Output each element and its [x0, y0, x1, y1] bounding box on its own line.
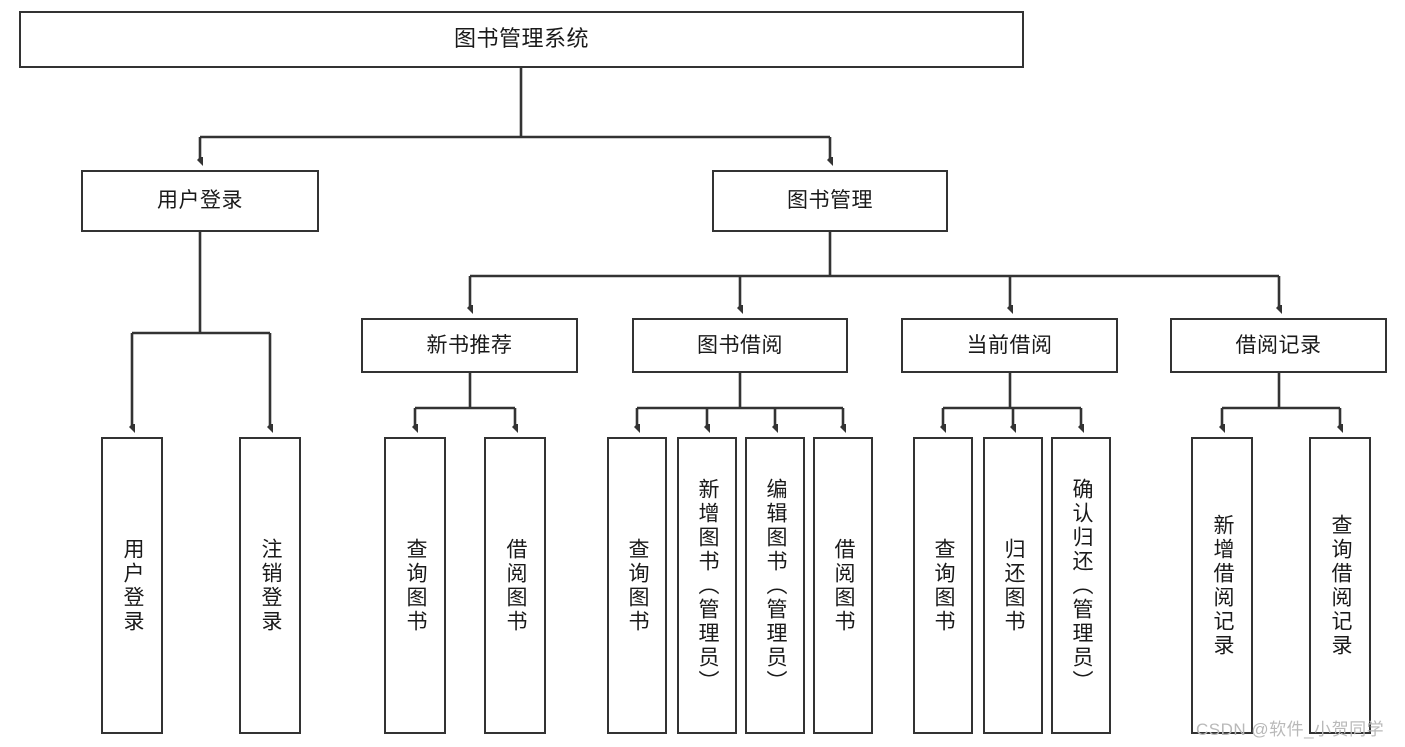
node-root-system[interactable]: 图书管理系统 — [19, 11, 1024, 68]
node-book-borrow[interactable]: 图书借阅 — [632, 318, 848, 373]
leaf-add-borrow-record[interactable]: 新增借阅记录 — [1191, 437, 1253, 734]
node-new-book-recommend[interactable]: 新书推荐 — [361, 318, 578, 373]
leaf-logout[interactable]: 注销登录 — [239, 437, 301, 734]
leaf-borrow-book-recommend[interactable]: 借阅图书 — [484, 437, 546, 734]
node-book-management[interactable]: 图书管理 — [712, 170, 948, 232]
leaf-edit-book-admin[interactable]: 编辑图书（管理员） — [745, 437, 805, 734]
node-current-borrow[interactable]: 当前借阅 — [901, 318, 1118, 373]
leaf-query-book-borrow[interactable]: 查询图书 — [607, 437, 667, 734]
leaf-query-borrow-record[interactable]: 查询借阅记录 — [1309, 437, 1371, 734]
csdn-watermark: CSDN @软件_小贺同学 — [1196, 720, 1385, 739]
leaf-return-book[interactable]: 归还图书 — [983, 437, 1043, 734]
leaf-query-book-current[interactable]: 查询图书 — [913, 437, 973, 734]
leaf-borrow-book[interactable]: 借阅图书 — [813, 437, 873, 734]
leaf-query-book-recommend[interactable]: 查询图书 — [384, 437, 446, 734]
leaf-confirm-return-admin[interactable]: 确认归还（管理员） — [1051, 437, 1111, 734]
leaf-user-login[interactable]: 用户登录 — [101, 437, 163, 734]
leaf-add-book-admin[interactable]: 新增图书（管理员） — [677, 437, 737, 734]
node-borrow-record[interactable]: 借阅记录 — [1170, 318, 1387, 373]
node-user-login[interactable]: 用户登录 — [81, 170, 319, 232]
